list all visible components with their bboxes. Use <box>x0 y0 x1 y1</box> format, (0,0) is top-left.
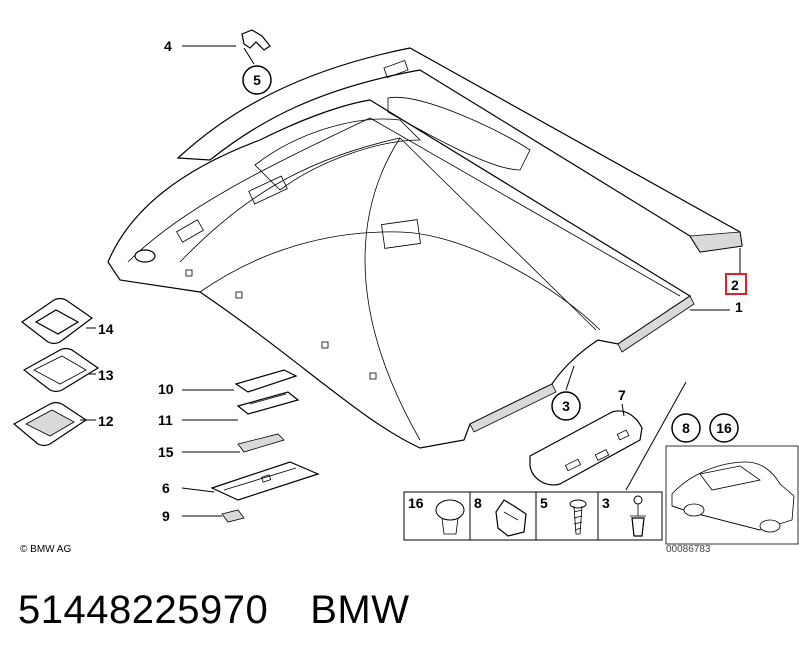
lens-10-part <box>234 369 298 393</box>
callout-14: 14 <box>98 321 114 337</box>
callout-4: 4 <box>164 38 172 54</box>
fastener-label-16: 16 <box>408 495 424 511</box>
parts-diagram: 4 1 7 14 13 12 10 11 15 6 9 2 5 3 8 16 1… <box>12 29 799 555</box>
brand-name: BMW <box>310 588 410 632</box>
handle-cover-7-part <box>529 410 643 486</box>
svg-text:5: 5 <box>253 72 261 88</box>
switch-15-part <box>237 433 285 453</box>
fastener-label-3: 3 <box>602 495 610 511</box>
push-rivet-icon <box>435 499 465 535</box>
fastener-label-8: 8 <box>474 495 482 511</box>
button-9-part <box>221 509 245 523</box>
housing-11-part <box>236 391 300 415</box>
circled-ref-3: 3 <box>551 391 581 421</box>
callout-2-highlight: 2 <box>725 273 747 295</box>
screw-icon <box>569 499 587 535</box>
copyright-notice: © BMW AG <box>20 544 71 555</box>
headliner-part <box>107 47 743 449</box>
car-thumbnail <box>665 445 799 545</box>
callout-1: 1 <box>735 299 743 315</box>
frame-14-part <box>20 297 94 345</box>
callout-10: 10 <box>158 381 174 397</box>
svg-text:3: 3 <box>562 398 570 414</box>
clip-4-part <box>241 29 271 51</box>
expansion-rivet-icon <box>630 495 646 537</box>
circled-ref-16: 16 <box>709 413 739 443</box>
svg-text:8: 8 <box>682 420 690 436</box>
circled-ref-8: 8 <box>671 413 701 443</box>
callout-6: 6 <box>162 480 170 496</box>
part-number: 51448225970 <box>18 588 269 632</box>
svg-text:16: 16 <box>716 420 732 436</box>
light-6-part <box>210 461 320 501</box>
callout-12: 12 <box>98 413 114 429</box>
frame-13-part <box>22 347 100 393</box>
frame-12-part <box>12 401 88 447</box>
callout-13: 13 <box>98 367 114 383</box>
reference-number: 00086783 <box>666 544 711 555</box>
callout-7: 7 <box>618 387 626 403</box>
fastener-box: 16 8 5 3 <box>403 491 663 541</box>
spring-clip-icon <box>495 499 527 537</box>
leader-lines <box>80 45 741 517</box>
callout-15: 15 <box>158 444 174 460</box>
callout-11: 11 <box>158 412 173 428</box>
circled-ref-5: 5 <box>242 65 272 95</box>
fastener-label-5: 5 <box>540 495 548 511</box>
callout-9: 9 <box>162 508 170 524</box>
part-footer: 51448225970 BMW <box>18 588 409 633</box>
callout-2: 2 <box>731 277 739 293</box>
